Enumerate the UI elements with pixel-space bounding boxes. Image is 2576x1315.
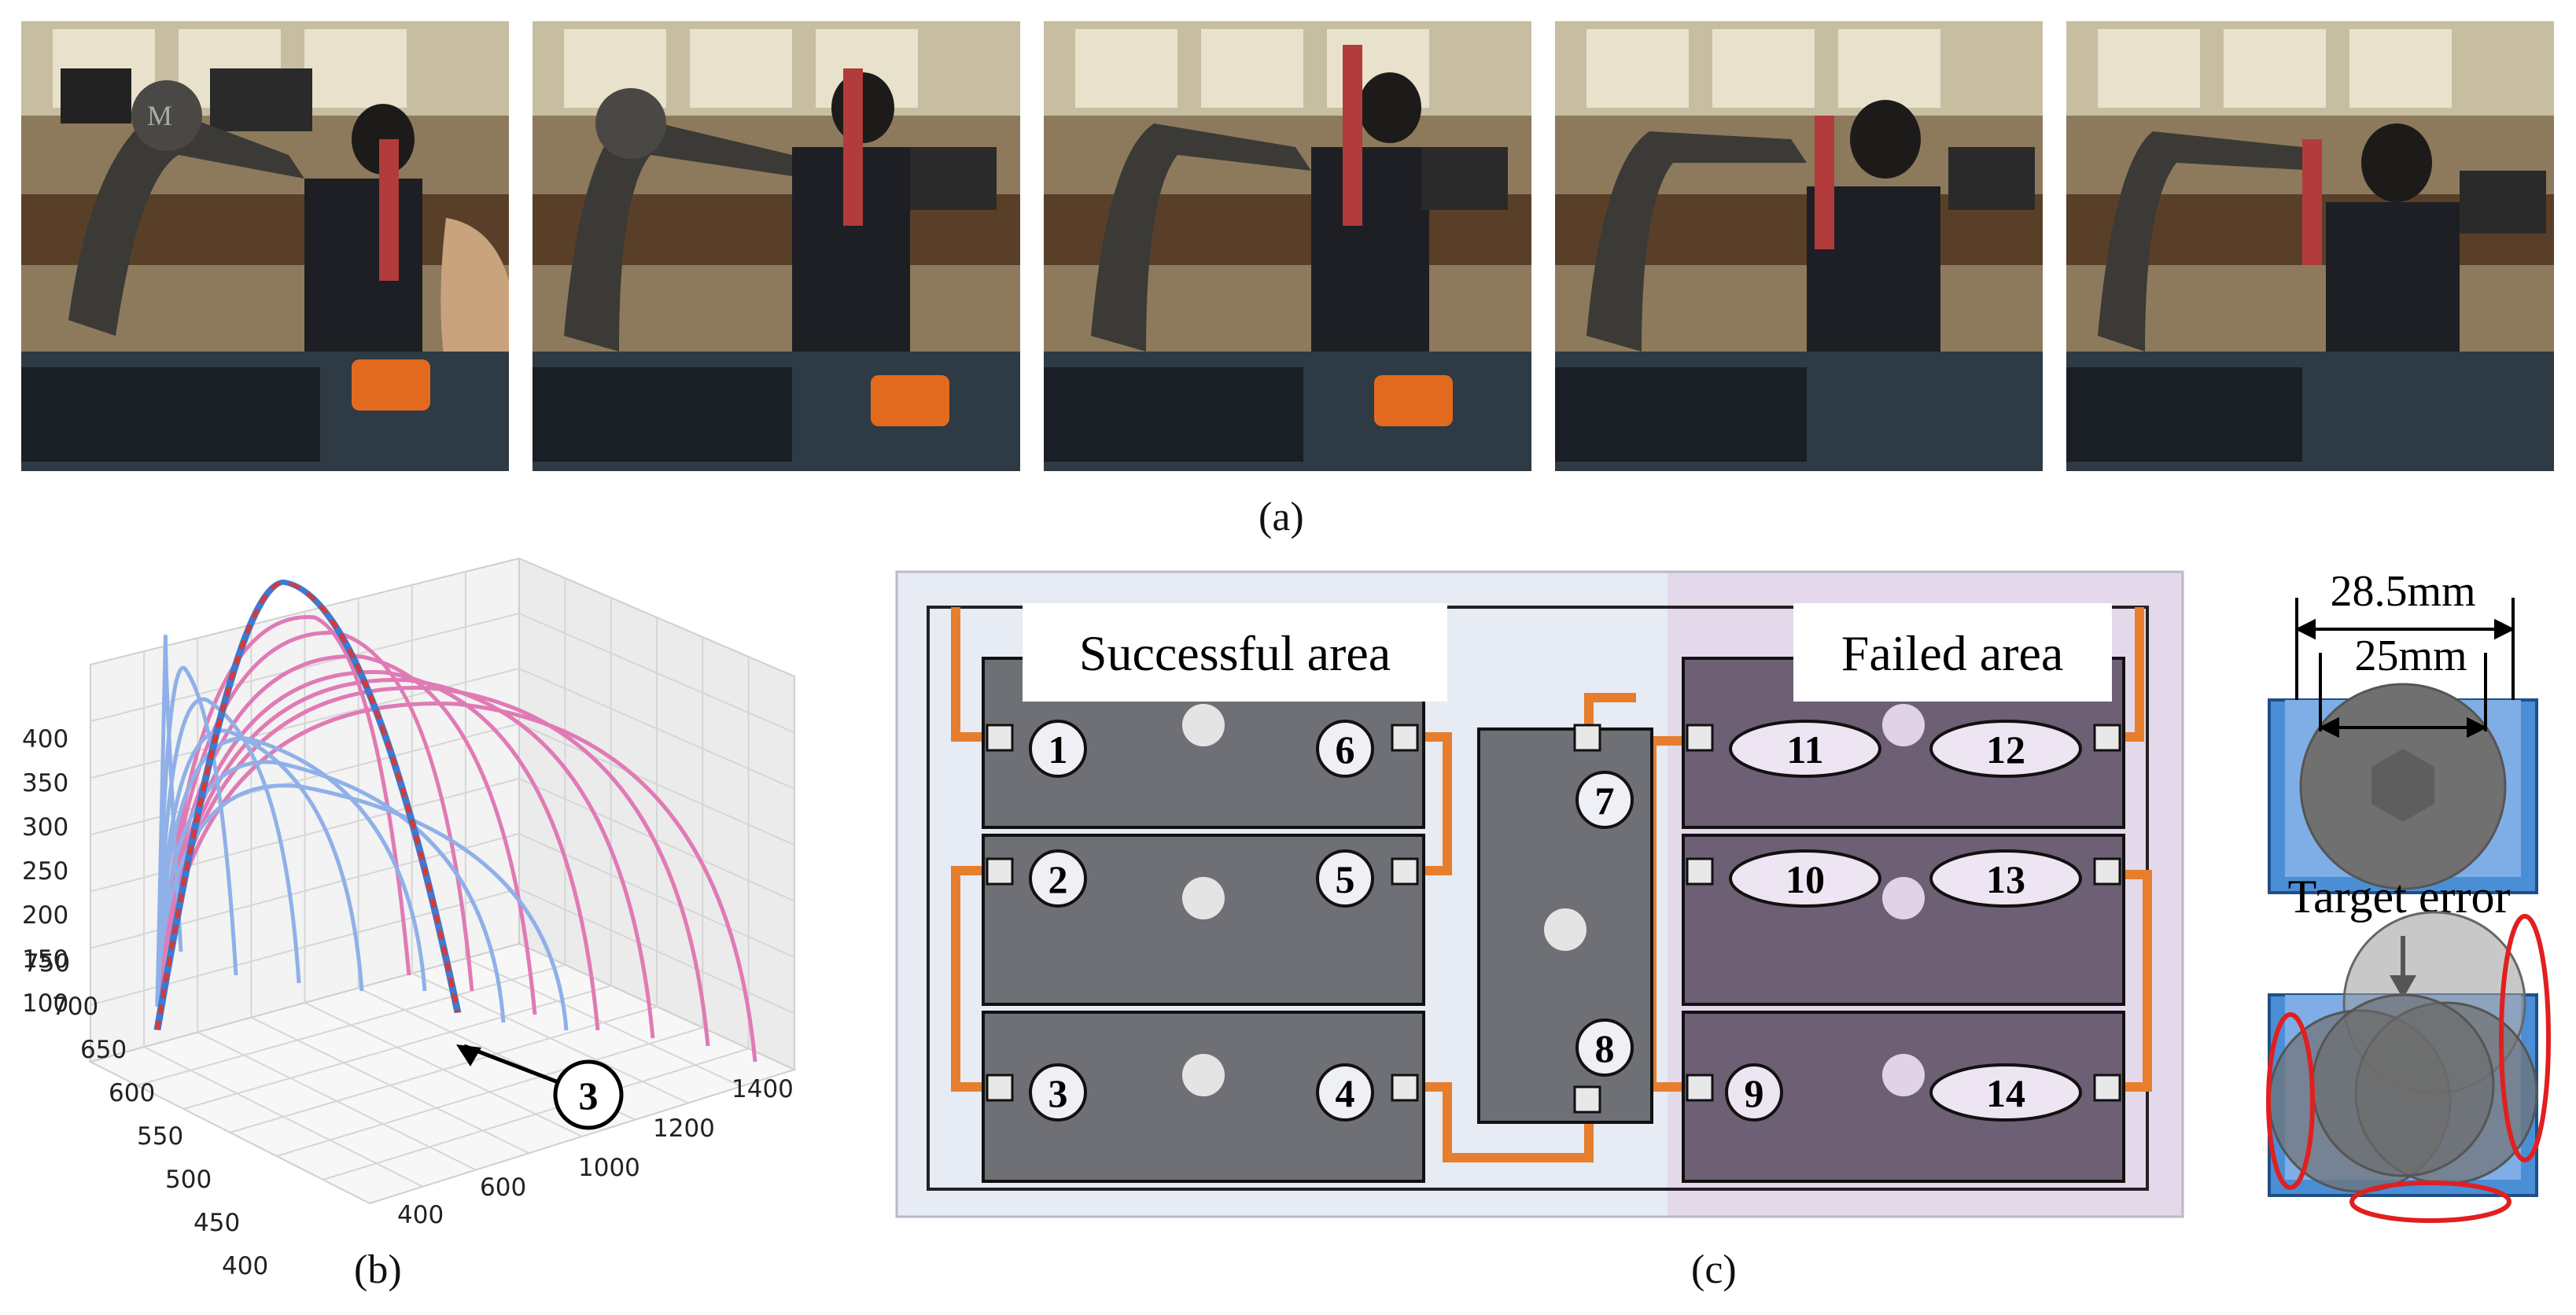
z-tick-label: 100 [22,989,68,1018]
outer-dimension-label: 28.5mm [2330,567,2475,616]
photo-frame-3 [1044,21,1531,471]
hole-markers: 1 2 3 4 5 6 7 8 9 10 11 12 13 14 [1029,720,2082,1122]
x-axis-ticks: 400 600 1000 1200 1400 [397,1075,794,1229]
y-tick-label: 700 [52,993,98,1021]
trajectory-3d-plot: 400 350 300 250 200 150 100 750 700 650 600 550 500… [22,557,797,1280]
photo-frame-4 [1555,21,2043,471]
hole-7: 7 [1595,779,1615,823]
x-tick-label: 400 [397,1201,444,1229]
y-tick-label: 650 [80,1036,127,1064]
z-tick-label: 300 [22,813,68,842]
hole-13: 13 [1986,857,2025,901]
z-tick-label: 350 [22,769,68,797]
successful-area-label: Successful area [1079,625,1391,681]
x-tick-label: 1200 [653,1114,715,1143]
marker-arrow [463,1044,567,1088]
photo-frame-5 [2066,21,2554,471]
failed-area-label: Failed area [1841,625,2064,681]
photo-frame-1: M [21,21,509,471]
screw-tolerance-diagram: 28.5mm 25mm Target error [2266,567,2551,1223]
caption-a: (a) [1259,495,1304,540]
robot-logo: M [147,100,172,131]
battery-board-diagram: Successful area Failed area 1 2 3 4 5 6 … [895,570,2184,1218]
z-tick-label: 400 [22,725,68,753]
y-axis-ticks: 750 700 650 600 550 500 450 400 [24,949,268,1280]
successful-trajectories [155,634,569,1031]
dimension-lines [2294,598,2515,739]
top-screw-box [2268,683,2538,894]
hole-6: 6 [1336,727,1355,772]
caption-b: (b) [354,1247,402,1292]
hole-10: 10 [1786,857,1825,901]
z-axis-ticks: 400 350 300 250 200 150 100 [22,725,68,1018]
y-tick-label: 450 [193,1209,240,1237]
hole-8: 8 [1595,1026,1615,1070]
hole-12: 12 [1986,727,2025,772]
y-tick-label: 600 [109,1079,155,1107]
caption-c: (c) [1691,1247,1737,1292]
highlight-trajectory-blue [153,579,462,1030]
x-tick-label: 600 [480,1173,526,1202]
marker-label: 3 [579,1074,599,1118]
hole-9: 9 [1745,1071,1764,1115]
inner-dimension-label: 25mm [2354,632,2467,680]
marker-arrowhead [456,1044,481,1066]
y-tick-label: 750 [24,949,70,978]
hole-4: 4 [1336,1071,1355,1115]
marker-circle [553,1059,624,1130]
z-tick-label: 200 [22,901,68,930]
hole-2: 2 [1048,857,1068,901]
y-tick-label: 500 [165,1166,212,1194]
z-tick-label: 150 [22,945,68,974]
hole-11: 11 [1786,727,1823,772]
hole-3: 3 [1048,1071,1068,1115]
target-error-label: Target error [2288,871,2511,923]
terminals [986,724,2121,1114]
error-rings [2266,914,2551,1223]
hole-5: 5 [1336,857,1355,901]
photo-frame-2 [533,21,1020,471]
y-tick-label: 550 [137,1122,183,1151]
z-tick-label: 250 [22,857,68,886]
area-labels: Successful area Failed area [1023,603,2112,702]
y-tick-label: 400 [222,1252,268,1280]
hole-14: 14 [1986,1071,2025,1115]
hole-1: 1 [1048,727,1068,772]
x-tick-label: 1000 [578,1154,640,1182]
x-tick-label: 1400 [732,1075,794,1103]
